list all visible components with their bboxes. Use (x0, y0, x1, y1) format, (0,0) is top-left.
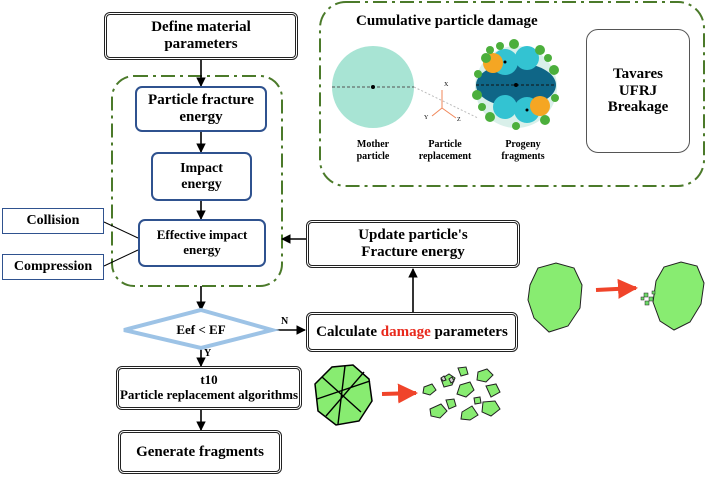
generate-fragments-box: Generate fragments (118, 430, 282, 474)
damaged-rock-icon (652, 261, 705, 331)
calculate-after: parameters (430, 323, 508, 340)
replacement-label: Particle replacement (412, 139, 478, 162)
decision-label: Eef < EF (176, 321, 226, 337)
effective-impact-energy-box: Effective impact energy (138, 219, 266, 267)
calculate-before: Calculate (316, 323, 381, 340)
progeny-line2: fragments (501, 150, 545, 162)
fragment-pieces-icon (422, 366, 501, 421)
collision-box: Collision (2, 208, 104, 234)
fractured-rock-icon (314, 364, 373, 426)
t10-line2: Particle replacement algorithms (119, 387, 299, 402)
update-line2: Fracture energy (361, 244, 465, 260)
fragmentation-arrow-icon (381, 383, 418, 404)
calculate-text: Calculate damage parameters (316, 324, 508, 341)
impact-energy-box: Impact energy (151, 152, 252, 201)
progeny-label: Progeny fragments (492, 139, 554, 162)
tavares-line1: Tavares (612, 65, 663, 82)
edge-label-yes: Y (204, 348, 212, 359)
t10-box: t10 Particle replacement algorithms (116, 366, 302, 410)
tavares-line3: Breakage (607, 99, 669, 116)
define-parameters-box: Define material parameters (104, 12, 298, 60)
mother-particle-label: Mother particle (350, 139, 396, 162)
define-line2: parameters (164, 36, 238, 52)
fracture-line2: energy (179, 109, 223, 125)
t10-line1: t10 (200, 372, 218, 388)
update-line1: Update particle's (358, 227, 468, 244)
axis-y-label: Y (424, 115, 429, 121)
decision-label-box: Eef < EF (140, 319, 262, 341)
compression-box: Compression (2, 254, 104, 280)
impact-line1: Impact (180, 160, 223, 176)
cumulative-title: Cumulative particle damage (356, 13, 538, 29)
progeny-fragments-icon (472, 39, 559, 130)
replacement-line2: replacement (418, 150, 472, 162)
generate-label: Generate fragments (136, 443, 264, 460)
energy-group-frame (111, 75, 283, 287)
decision-diamond (123, 307, 280, 351)
axis-x-label: X (444, 82, 449, 88)
mother-particle-center (371, 85, 375, 89)
mother-line1: Mother (356, 139, 390, 150)
compression-label: Compression (13, 259, 93, 275)
define-line1: Define material (151, 19, 251, 36)
damage-arrow-icon (595, 278, 638, 299)
calculate-damage-box: Calculate damage parameters (306, 312, 518, 352)
calculate-highlight: damage (380, 323, 431, 340)
update-fracture-energy-box: Update particle's Fracture energy (306, 220, 520, 268)
tavares-breakage-box: Tavares UFRJ Breakage (586, 29, 690, 153)
collision-label: Collision (26, 213, 80, 229)
arrow-collision-to-effective (103, 221, 139, 239)
edge-label-no: N (281, 316, 289, 327)
fracture-energy-box: Particle fracture energy (135, 86, 267, 132)
impact-line2: energy (181, 176, 222, 192)
axis-z-label: Z (457, 117, 461, 123)
progeny-line1: Progeny (505, 139, 541, 150)
intact-rock-icon (527, 262, 583, 333)
effective-line2: energy (183, 242, 221, 257)
replacement-line1: Particle (428, 139, 462, 150)
axes-triad-icon (413, 86, 479, 119)
cumulative-damage-frame (319, 1, 705, 187)
fracture-line1: Particle fracture (148, 92, 254, 109)
arrow-compression-to-effective (103, 249, 139, 267)
fines-icon (640, 290, 656, 306)
effective-line1: Effective impact (156, 227, 248, 243)
mother-line2: particle (356, 150, 390, 162)
tavares-line2: UFRJ (618, 82, 658, 99)
